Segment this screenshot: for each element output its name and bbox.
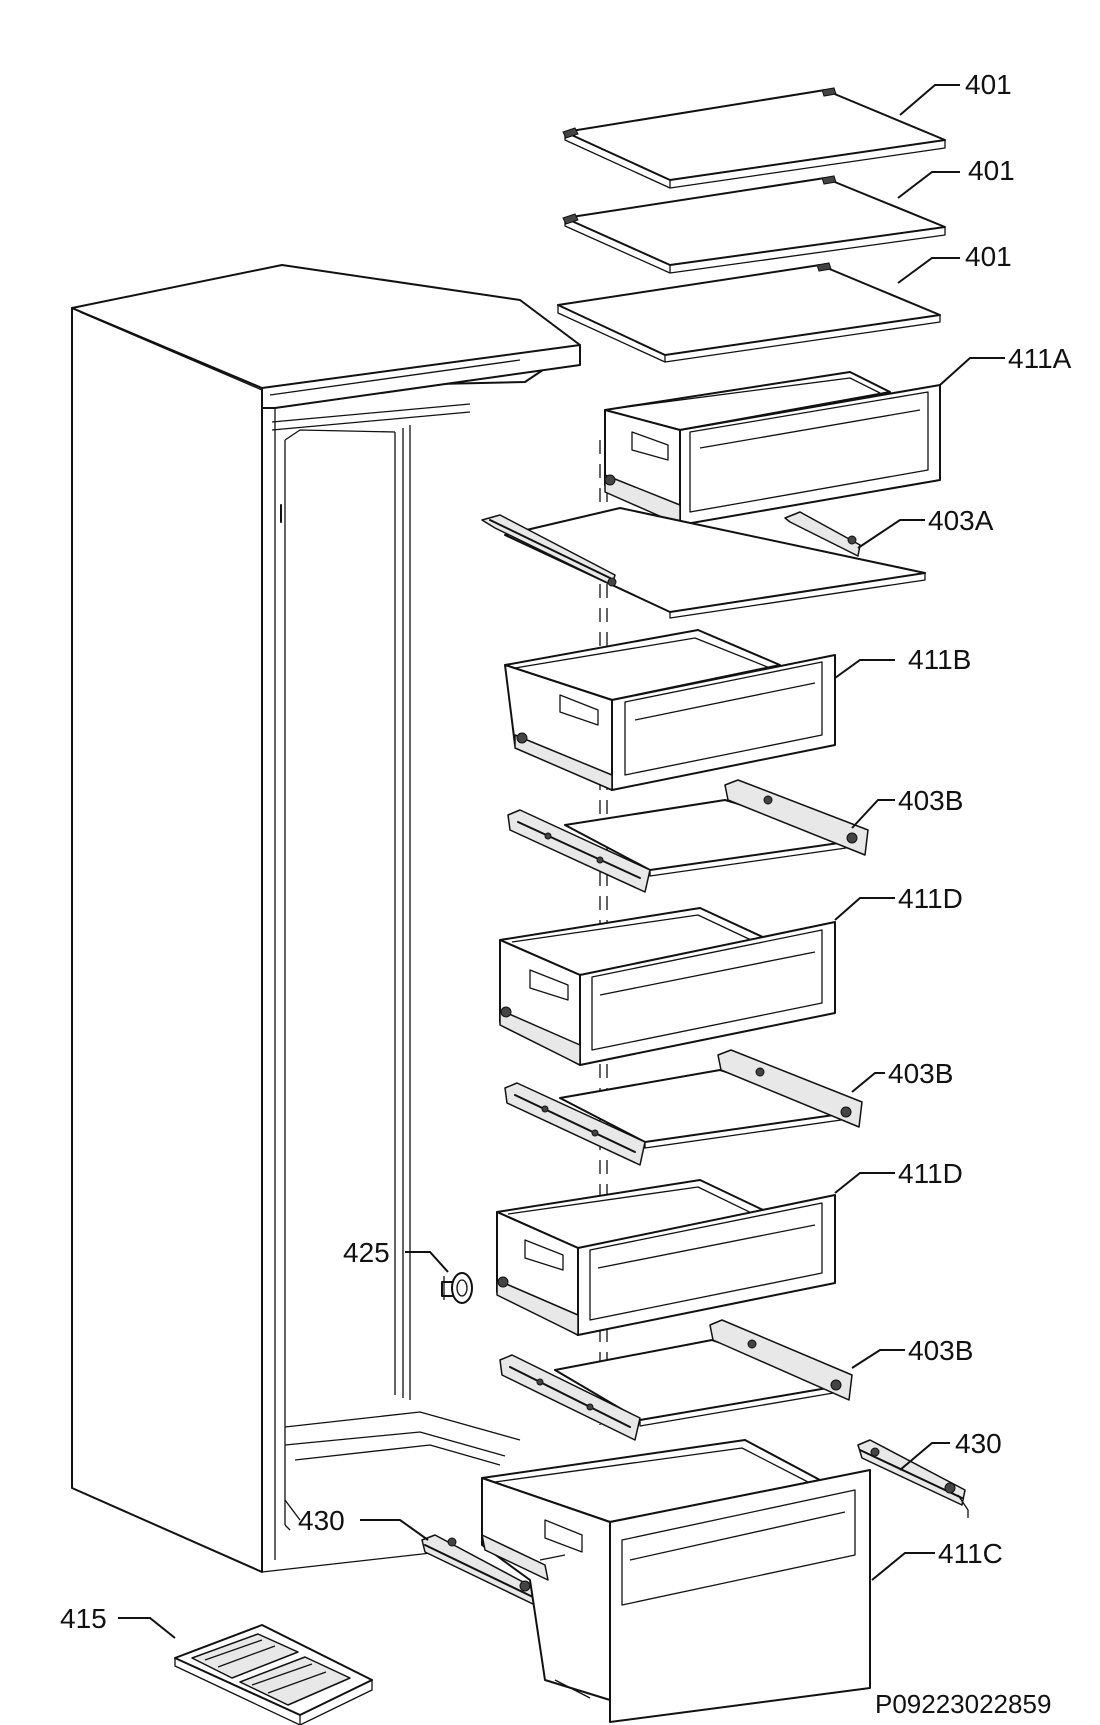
label-shelf-3: 401 bbox=[965, 241, 1012, 272]
callout-labels: 401 401 401 411A 403A 411B 403B 411D 403… bbox=[60, 69, 1072, 1719]
label-drawer-a: 411A bbox=[1008, 343, 1072, 374]
label-drawer-d2: 411D bbox=[898, 1158, 963, 1189]
label-cover-b2: 403B bbox=[888, 1058, 953, 1089]
label-plate: 415 bbox=[60, 1603, 107, 1634]
rail-430-right bbox=[857, 1439, 969, 1518]
leader-lines bbox=[118, 84, 1005, 1639]
label-drawer-b: 411B bbox=[908, 644, 971, 675]
drawer-411a bbox=[604, 371, 941, 526]
label-cover-b1: 403B bbox=[898, 785, 963, 816]
glass-cover-403b-1 bbox=[507, 779, 869, 893]
label-rail-right: 430 bbox=[955, 1428, 1002, 1459]
drawer-411d-2 bbox=[496, 1179, 836, 1336]
label-drawer-c: 411C bbox=[938, 1538, 1003, 1569]
glass-cover-403b-3 bbox=[499, 1319, 853, 1441]
label-shelf-2: 401 bbox=[968, 155, 1015, 186]
knob-425 bbox=[441, 1272, 473, 1304]
glass-cover-403a bbox=[481, 507, 926, 619]
label-cover-a: 403A bbox=[928, 505, 994, 536]
glass-shelf-3 bbox=[557, 262, 941, 363]
plate-415 bbox=[174, 1624, 373, 1725]
glass-shelf-2 bbox=[562, 175, 946, 274]
glass-cover-403b-2 bbox=[504, 1049, 863, 1166]
label-shelf-1: 401 bbox=[965, 69, 1012, 100]
label-rail-left: 430 bbox=[298, 1505, 345, 1536]
fridge-cabinet bbox=[71, 264, 608, 1573]
drawing-code: P09223022859 bbox=[875, 1689, 1051, 1719]
drawer-411b bbox=[504, 629, 836, 791]
drawer-411c bbox=[481, 1439, 871, 1723]
glass-shelf-1 bbox=[562, 87, 946, 189]
drawer-411d-1 bbox=[499, 907, 836, 1066]
label-cover-b3: 403B bbox=[908, 1335, 973, 1366]
label-knob: 425 bbox=[343, 1237, 390, 1268]
label-drawer-d1: 411D bbox=[898, 883, 963, 914]
